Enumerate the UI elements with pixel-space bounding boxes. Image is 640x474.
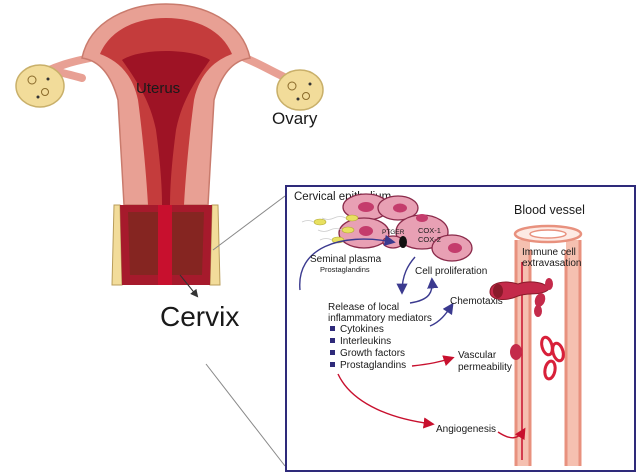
seminal-plasma-label: Seminal plasma bbox=[310, 254, 382, 265]
prostaglandins-to-permeability-arrow bbox=[411, 355, 455, 367]
immune-cells bbox=[489, 278, 553, 360]
mediator-item: Interleukins bbox=[340, 336, 391, 347]
vessel-title: Blood vessel bbox=[514, 203, 585, 217]
cervix-label: Cervix bbox=[160, 301, 239, 332]
cell-proliferation-label: Cell proliferation bbox=[415, 266, 487, 277]
uterus-anatomy: Uterus Ovary Cervix bbox=[15, 3, 324, 467]
list-bullet bbox=[330, 350, 335, 355]
mediator-item: Cytokines bbox=[340, 324, 384, 335]
enzyme-cox2: COX-2 bbox=[418, 235, 441, 244]
zoom-line-top bbox=[212, 195, 286, 251]
blood-vessel bbox=[513, 224, 583, 466]
mediator-list: Cytokines Interleukins Growth factors Pr… bbox=[330, 324, 406, 371]
receptor-dot bbox=[399, 236, 407, 248]
angiogenesis-to-vessel-arrow bbox=[497, 427, 526, 441]
release-to-chemotaxis-arrow bbox=[429, 302, 454, 327]
ovary-label: Ovary bbox=[272, 109, 318, 128]
immune-cell-line-2: extravasation bbox=[522, 258, 581, 269]
list-bullet bbox=[330, 338, 335, 343]
list-bullet bbox=[330, 326, 335, 331]
uterine-cavity bbox=[122, 51, 210, 205]
receptor-label: PTGER bbox=[382, 229, 405, 236]
list-bullet bbox=[330, 362, 335, 367]
immune-cell-line-1: Immune cell bbox=[522, 247, 576, 258]
chemotaxis-label: Chemotaxis bbox=[450, 296, 503, 307]
red-blood-cells bbox=[540, 335, 565, 381]
angiogenesis-label: Angiogenesis bbox=[436, 424, 496, 435]
release-to-proliferation-arrow bbox=[409, 277, 439, 304]
vascular-line-1: Vascular bbox=[458, 350, 497, 361]
right-ovary bbox=[276, 69, 324, 111]
release-line-2: inflammatory mediators bbox=[328, 313, 432, 324]
release-line-1: Release of local bbox=[328, 302, 399, 313]
epithelial-cells bbox=[338, 193, 473, 262]
seminal-prostaglandins-label: Prostaglandins bbox=[320, 265, 370, 274]
mediators-to-angiogenesis-arrow bbox=[337, 373, 435, 429]
seminal-to-receptor-arrow bbox=[299, 234, 396, 291]
mediator-item: Growth factors bbox=[340, 348, 405, 359]
left-ovary bbox=[15, 64, 65, 108]
mediator-item: Prostaglandins bbox=[340, 360, 406, 371]
cervix-pointer-arrow bbox=[179, 274, 199, 298]
receptor-to-release-arrow bbox=[396, 256, 416, 295]
cervix bbox=[111, 204, 221, 286]
zoom-line-bottom bbox=[205, 363, 286, 467]
uterus-label: Uterus bbox=[136, 80, 180, 97]
vascular-line-2: permeability bbox=[458, 362, 512, 373]
enzyme-cox1: COX-1 bbox=[418, 226, 441, 235]
